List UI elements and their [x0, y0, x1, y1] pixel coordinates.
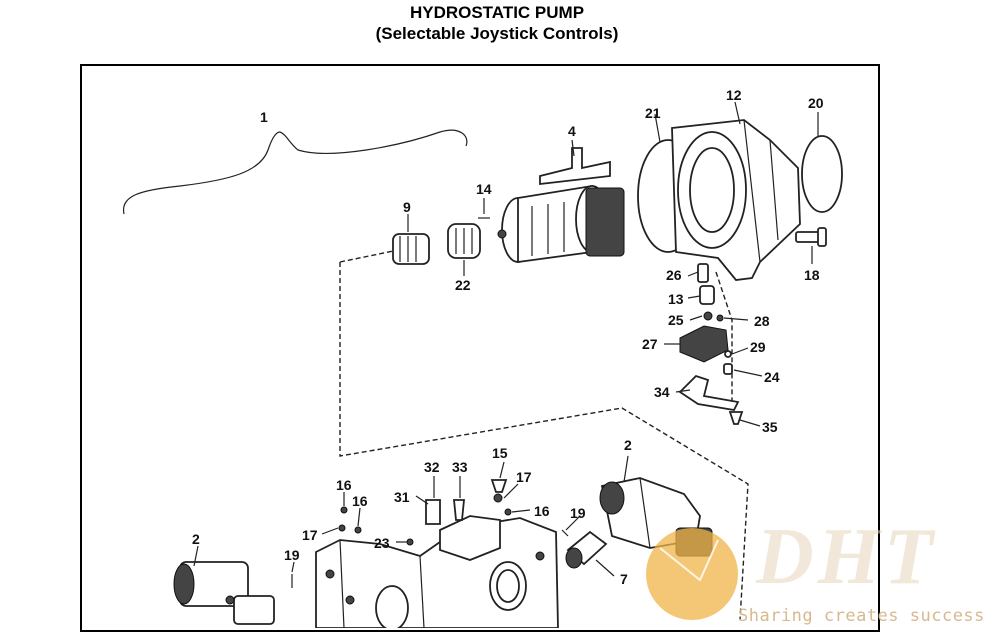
seal-17a — [493, 493, 503, 503]
watermark-tagline: Sharing creates success — [738, 606, 985, 626]
assembly-brace — [122, 129, 468, 215]
callout-16-c: 16 — [534, 503, 550, 519]
title-line-2: (Selectable Joystick Controls) — [375, 24, 619, 43]
callout-2-left: 2 — [192, 531, 200, 547]
callout-35: 35 — [762, 419, 778, 435]
screw-35 — [728, 411, 744, 425]
solenoid-27 — [679, 325, 729, 363]
callout-1: 1 — [260, 109, 268, 125]
callout-20: 20 — [808, 95, 824, 111]
callout-34: 34 — [654, 384, 670, 400]
part-13 — [699, 285, 715, 305]
title-line-1: HYDROSTATIC PUMP — [409, 3, 585, 22]
pin-19b — [561, 529, 569, 537]
control-valve-left — [173, 561, 275, 625]
callout-18: 18 — [804, 267, 820, 283]
bolt-18 — [795, 227, 827, 247]
part-26 — [697, 263, 709, 283]
seal-16a — [504, 508, 512, 516]
part-28 — [716, 314, 724, 322]
dashed-leader — [339, 249, 399, 263]
assembly-dashed-outline — [339, 262, 749, 621]
callout-12: 12 — [726, 87, 742, 103]
callout-28: 28 — [754, 313, 770, 329]
callout-19-b: 19 — [570, 505, 586, 521]
plug-32 — [425, 499, 441, 525]
callout-29: 29 — [750, 339, 766, 355]
callout-23: 23 — [374, 535, 390, 551]
callout-27: 27 — [642, 336, 658, 352]
callout-13: 13 — [668, 291, 684, 307]
watermark-logo: DHT — [756, 513, 937, 601]
callout-32: 32 — [424, 459, 440, 475]
pump-housing-part — [671, 119, 801, 281]
callout-24: 24 — [764, 369, 780, 385]
callout-9: 9 — [403, 199, 411, 215]
callout-21: 21 — [645, 105, 661, 121]
seal-17b — [338, 524, 346, 532]
lower-pump-body — [315, 515, 559, 628]
callout-22: 22 — [455, 277, 471, 293]
callout-15: 15 — [492, 445, 508, 461]
bracket-34 — [678, 374, 740, 411]
o-ring-20 — [801, 135, 843, 213]
seal-16c — [354, 526, 362, 534]
callout-16-a: 16 — [336, 477, 352, 493]
callout-25: 25 — [668, 312, 684, 328]
page-title: HYDROSTATIC PUMP (Selectable Joystick Co… — [0, 2, 994, 44]
callout-7: 7 — [620, 571, 628, 587]
callout-4: 4 — [568, 123, 576, 139]
callout-19-a: 19 — [284, 547, 300, 563]
seal-16b — [340, 506, 348, 514]
dashed-leader-2 — [715, 271, 733, 404]
callout-31: 31 — [394, 489, 410, 505]
callout-16-b: 16 — [352, 493, 368, 509]
part-25 — [703, 311, 713, 321]
control-valve-right — [599, 477, 713, 557]
callout-17-a: 17 — [302, 527, 318, 543]
callout-26: 26 — [666, 267, 682, 283]
callout-2-right: 2 — [624, 437, 632, 453]
filter-7 — [565, 530, 608, 569]
coupling-part — [392, 233, 430, 265]
callout-14: 14 — [476, 181, 492, 197]
callout-17-b: 17 — [516, 469, 532, 485]
part-24 — [723, 363, 733, 375]
plug-33 — [453, 499, 465, 521]
spline-part — [447, 223, 481, 259]
callout-33: 33 — [452, 459, 468, 475]
plug-15 — [490, 479, 508, 493]
part-29 — [724, 350, 732, 358]
pump-motor-part — [497, 147, 625, 264]
leader-lines — [193, 101, 819, 577]
